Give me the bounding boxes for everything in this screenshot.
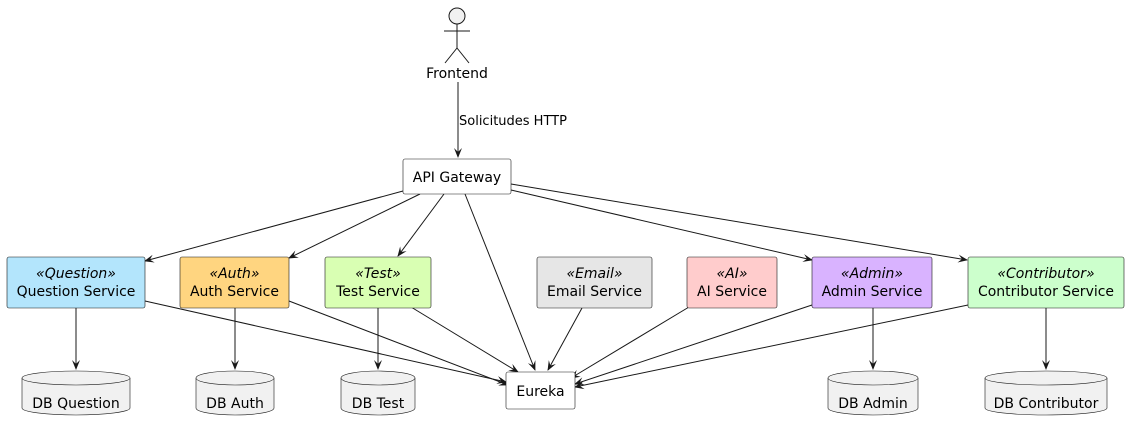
db-admin-label: DB Admin — [838, 396, 907, 412]
eureka-label: Eureka — [516, 384, 564, 400]
service-question-label: Question Service — [17, 284, 136, 300]
db-auth-label: DB Auth — [206, 396, 264, 412]
db-contributor-node[interactable]: DB Contributor — [984, 370, 1108, 416]
service-question-node[interactable]: «Question» Question Service — [6, 256, 146, 309]
db-auth-node[interactable]: DB Auth — [195, 370, 275, 416]
edges — [72, 82, 1050, 390]
edge-ai-eureka — [570, 306, 690, 379]
edge-question-eureka — [144, 300, 507, 384]
service-test-box — [324, 256, 432, 309]
service-ai-label: AI Service — [697, 284, 767, 300]
request-edge-label: Solicitudes HTTP — [459, 114, 567, 129]
service-auth-stereotype: «Auth» — [209, 266, 259, 282]
service-admin-stereotype: «Admin» — [841, 266, 903, 282]
edge-admin-eureka — [574, 304, 813, 385]
edge-gateway-eureka — [464, 193, 536, 371]
service-contributor-label: Contributor Service — [978, 284, 1114, 300]
service-test-node[interactable]: «Test» Test Service — [324, 256, 432, 309]
edge-gateway-contributor — [510, 183, 968, 263]
edge-gateway-question — [144, 190, 404, 263]
service-auth-label: Auth Service — [190, 284, 279, 300]
edge-gateway-test — [397, 193, 445, 257]
api-gateway-node[interactable]: API Gateway — [402, 158, 512, 195]
eureka-node[interactable]: Eureka — [505, 371, 576, 410]
db-question-node[interactable]: DB Question — [21, 370, 131, 416]
edge-test-eureka — [410, 306, 519, 373]
frontend-actor: Frontend — [426, 7, 488, 82]
service-email-stereotype: «Email» — [566, 266, 622, 282]
service-ai-stereotype: «AI» — [717, 266, 748, 282]
edge-gateway-auth — [288, 193, 421, 259]
edge-email-eureka — [547, 307, 583, 371]
db-test-label: DB Test — [352, 396, 405, 412]
service-email-box — [536, 256, 653, 309]
service-test-label: Test Service — [335, 284, 420, 300]
db-test-node[interactable]: DB Test — [340, 370, 416, 416]
service-email-node[interactable]: «Email» Email Service — [536, 256, 653, 309]
db-admin-node[interactable]: DB Admin — [827, 370, 919, 416]
db-question-label: DB Question — [32, 396, 119, 412]
service-admin-box — [811, 256, 933, 309]
service-admin-label: Admin Service — [822, 284, 923, 300]
service-ai-node[interactable]: «AI» AI Service — [686, 256, 778, 309]
service-test-stereotype: «Test» — [355, 266, 401, 282]
service-ai-box — [686, 256, 778, 309]
service-question-box — [6, 256, 146, 309]
edge-contributor-eureka — [574, 304, 969, 390]
actor-stick-figure-icon — [444, 7, 470, 64]
gateway-label: API Gateway — [413, 170, 501, 186]
service-admin-node[interactable]: «Admin» Admin Service — [811, 256, 933, 309]
service-auth-box — [179, 256, 290, 309]
service-auth-node[interactable]: «Auth» Auth Service — [179, 256, 290, 309]
service-email-label: Email Service — [547, 284, 642, 300]
db-contributor-label: DB Contributor — [994, 396, 1099, 412]
edge-auth-eureka — [288, 300, 509, 386]
service-contributor-stereotype: «Contributor» — [997, 266, 1094, 282]
edge-gateway-admin — [510, 189, 813, 262]
service-contributor-box — [967, 256, 1125, 309]
actor-label: Frontend — [426, 66, 488, 82]
service-contributor-node[interactable]: «Contributor» Contributor Service — [967, 256, 1125, 309]
service-question-stereotype: «Question» — [36, 266, 116, 282]
